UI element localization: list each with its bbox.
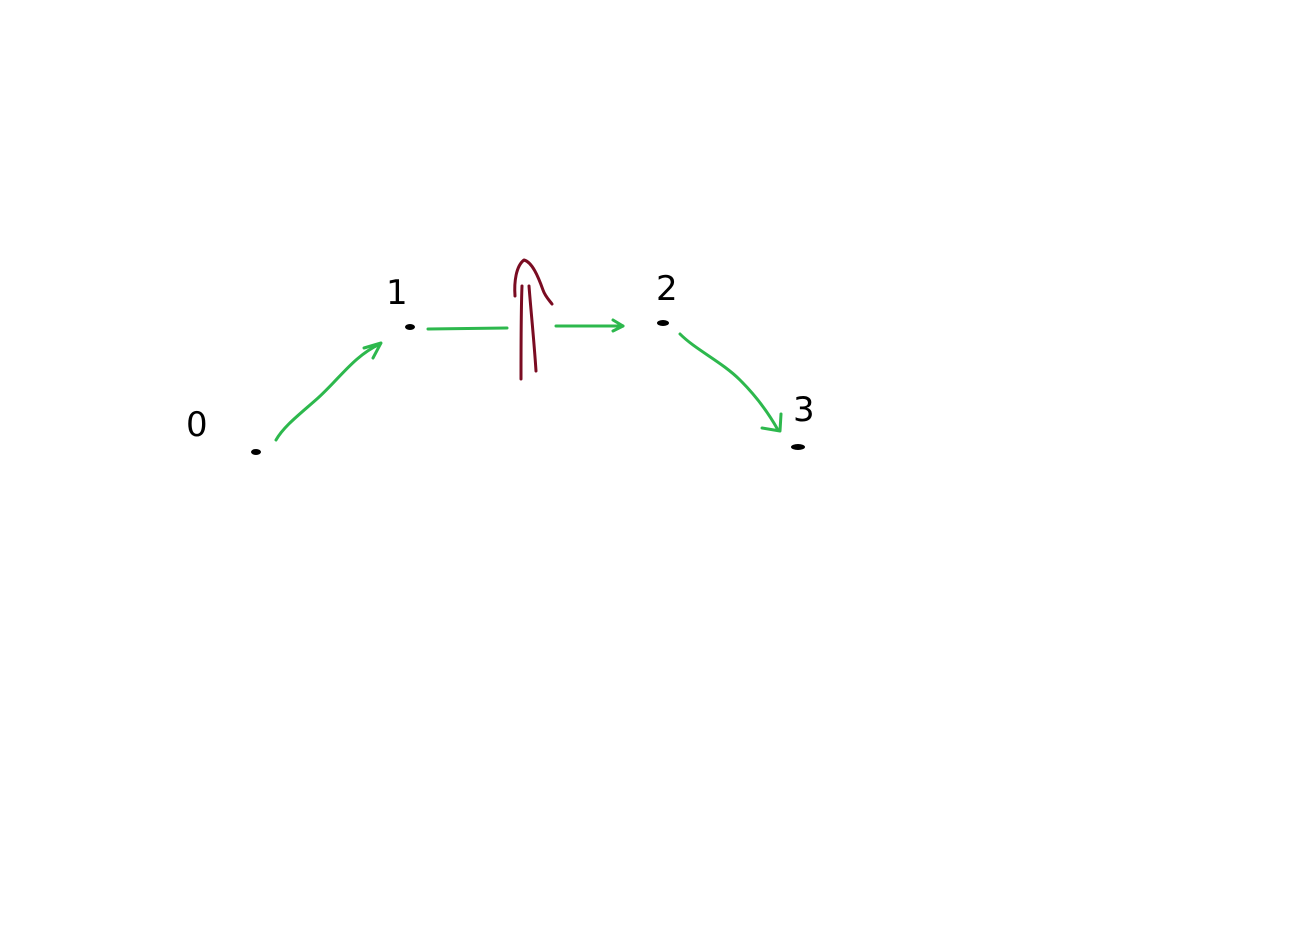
edge-2-to-3-arrowhead [760, 412, 783, 433]
node-label-1: 1 [386, 273, 408, 313]
edge-2-to-3 [678, 332, 780, 432]
node-dot-2 [657, 320, 669, 326]
node-dot-1 [405, 324, 415, 330]
barrier-arrow-head [513, 258, 554, 306]
edge-0-to-1-arrowhead [362, 341, 383, 360]
barrier-arrow-left-stroke [519, 284, 524, 381]
node-label-2: 2 [656, 269, 678, 309]
node-dot-3 [791, 444, 805, 450]
barrier-arrow-right-stroke [527, 284, 538, 373]
node-dot-0 [251, 449, 261, 455]
edge-1-to-2-arrowhead [611, 318, 625, 333]
node-label-3: 3 [793, 390, 815, 430]
edge-1-to-2-left-segment [426, 326, 509, 331]
node-label-0: 0 [186, 405, 208, 445]
edge-0-to-1 [274, 342, 382, 442]
